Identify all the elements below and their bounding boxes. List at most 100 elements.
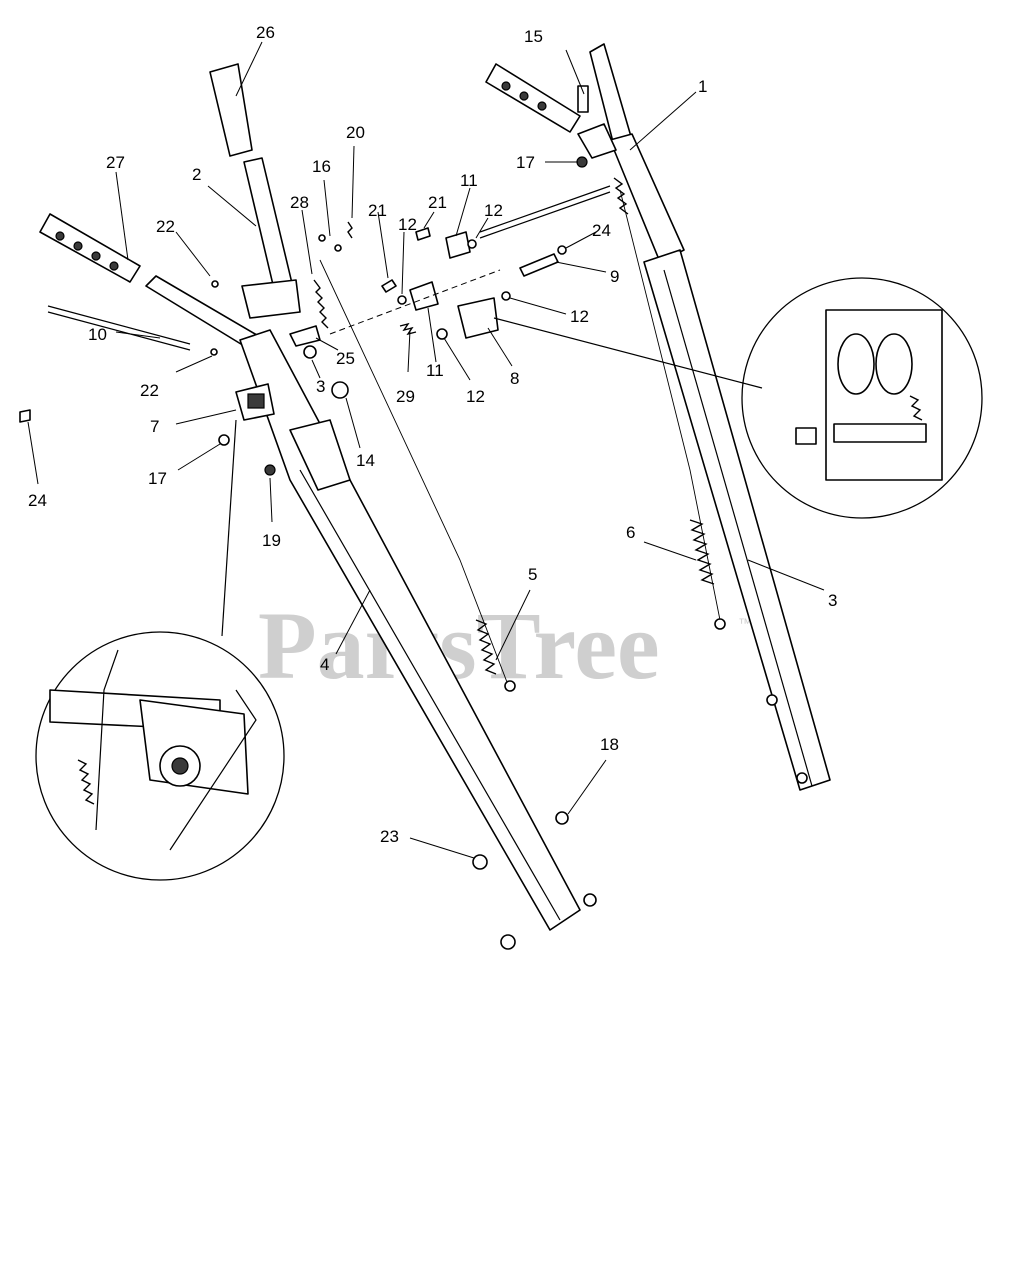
- callout-21b: 21: [428, 193, 447, 212]
- clip-25[interactable]: [289, 325, 321, 347]
- nut-17-right[interactable]: [576, 156, 588, 168]
- clip-21a[interactable]: [381, 279, 397, 293]
- callout-23: 23: [380, 827, 399, 846]
- spring-6[interactable]: [689, 519, 715, 585]
- grip-27[interactable]: [39, 213, 141, 283]
- callout-12c: 12: [570, 307, 589, 326]
- grip-hole: [501, 81, 511, 91]
- spring-right-upper[interactable]: [613, 177, 629, 215]
- leader-lines: [27, 41, 825, 859]
- handle-bolt-upper: [766, 694, 778, 706]
- pulley-11a[interactable]: [409, 281, 439, 311]
- shaft-9[interactable]: [519, 253, 559, 277]
- spring-29[interactable]: [399, 322, 417, 336]
- detail-view-right: [493, 277, 983, 519]
- callout-12d: 12: [466, 387, 485, 406]
- washer-16a[interactable]: [318, 234, 326, 242]
- axle-rod-edge: [479, 191, 611, 239]
- spring-28[interactable]: [313, 279, 329, 329]
- nut-18[interactable]: [555, 811, 569, 825]
- nut-17-left[interactable]: [218, 434, 230, 446]
- grip-right[interactable]: [485, 63, 581, 133]
- bolt-24-left[interactable]: [19, 409, 31, 423]
- callout-15: 15: [524, 27, 543, 46]
- clip-21b[interactable]: [415, 227, 431, 241]
- lower-handle-edge: [299, 469, 561, 921]
- bolt-23[interactable]: [472, 854, 488, 870]
- callout-10: 10: [88, 325, 107, 344]
- callout-5: 5: [528, 565, 537, 584]
- upper-handle-1[interactable]: [609, 133, 685, 263]
- callout-20: 20: [346, 123, 365, 142]
- spring-20[interactable]: [347, 221, 353, 239]
- grip-cap-26[interactable]: [209, 63, 253, 157]
- callout-12b: 12: [484, 201, 503, 220]
- washer-12d[interactable]: [436, 328, 448, 340]
- callout-24b: 24: [28, 491, 47, 510]
- callout-18: 18: [600, 735, 619, 754]
- detail-strap: [169, 689, 257, 851]
- callout-21a: 21: [368, 201, 387, 220]
- callout-11b: 11: [426, 361, 444, 380]
- callout-4: 4: [320, 655, 329, 674]
- callout-12a: 12: [398, 215, 417, 234]
- grip-hole: [519, 91, 529, 101]
- control-rod-10[interactable]: [47, 305, 191, 345]
- detail-nut: [795, 427, 817, 445]
- handle-bracket[interactable]: [241, 279, 301, 319]
- washer-12a[interactable]: [397, 295, 407, 305]
- callout-24a: 24: [592, 221, 611, 240]
- handle-bend-right[interactable]: [577, 123, 617, 159]
- nut-19[interactable]: [264, 464, 276, 476]
- cable-6[interactable]: [619, 189, 721, 621]
- detail-view-left: [35, 419, 285, 881]
- cable-spring-5[interactable]: [475, 619, 497, 675]
- watermark-text: PartsTree: [258, 592, 660, 699]
- callout-22b: 22: [140, 381, 159, 400]
- cable-end-loop: [504, 680, 516, 692]
- detail-leader-right: [493, 317, 763, 389]
- grip-hole: [537, 101, 547, 111]
- handle-elbow[interactable]: [289, 419, 351, 491]
- callout-29: 29: [396, 387, 415, 406]
- callout-14: 14: [356, 451, 375, 470]
- bolt-lower[interactable]: [500, 934, 516, 950]
- pulley-11b[interactable]: [445, 231, 471, 259]
- pin-14[interactable]: [331, 381, 349, 399]
- callout-7: 7: [150, 417, 159, 436]
- control-block-window: [247, 393, 265, 409]
- callout-2: 2: [192, 165, 201, 184]
- centerline: [329, 269, 501, 335]
- callout-9: 9: [610, 267, 619, 286]
- callout-17a: 17: [516, 153, 535, 172]
- handle-bolt-lower: [796, 772, 808, 784]
- callout-25: 25: [336, 349, 355, 368]
- washer-22-upper[interactable]: [211, 280, 219, 288]
- grip-hole: [109, 261, 119, 271]
- washer-12c[interactable]: [501, 291, 511, 301]
- grip-hole: [91, 251, 101, 261]
- callout-16: 16: [312, 157, 331, 176]
- detail-spring: [909, 395, 923, 421]
- pin-3[interactable]: [303, 345, 317, 359]
- callout-6: 6: [626, 523, 635, 542]
- cable-5[interactable]: [319, 259, 511, 691]
- left-handle-assembly: [19, 63, 597, 950]
- washer-12b[interactable]: [467, 239, 477, 249]
- detail-knob-center: [171, 757, 189, 775]
- callout-22a: 22: [156, 217, 175, 236]
- washer-16b[interactable]: [334, 244, 342, 252]
- nut-lower-right[interactable]: [583, 893, 597, 907]
- detail-spring-left: [77, 759, 95, 805]
- bracket-8[interactable]: [457, 297, 499, 339]
- callout-28: 28: [290, 193, 309, 212]
- grip-hole: [73, 241, 83, 251]
- callout-numbers: 26 15 1 20 27 2 16 17 11 21 21 28 22 12 …: [28, 23, 837, 846]
- lower-handle-3[interactable]: [643, 249, 831, 791]
- detail-pulley-b: [875, 333, 913, 395]
- bolt-15[interactable]: [577, 85, 589, 113]
- right-handle-assembly: [485, 43, 831, 791]
- bolt-24-center[interactable]: [557, 245, 567, 255]
- washer-22-lower[interactable]: [210, 348, 218, 356]
